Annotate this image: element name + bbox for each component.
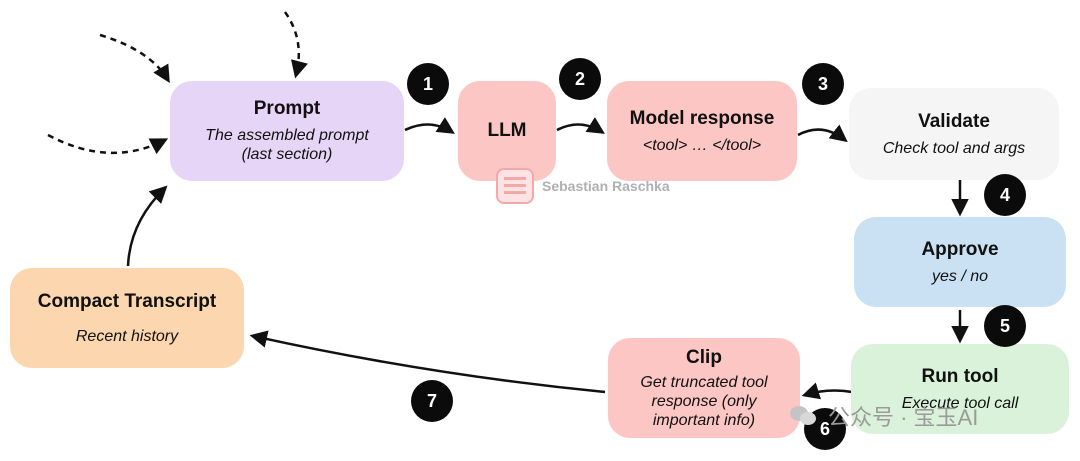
compact-transcript-subtitle: Recent history <box>75 327 179 345</box>
step-badge: 4 <box>984 174 1026 216</box>
validate-title: Validate <box>918 110 990 132</box>
step-badge: 5 <box>984 305 1026 347</box>
arrow-clip-to-compact <box>249 330 606 394</box>
step-badge: 2 <box>559 58 601 100</box>
arrow-model-response-to-validate <box>797 124 848 143</box>
llm-title: LLM <box>487 120 527 141</box>
dashed-input-arrow <box>283 11 308 79</box>
llm-node: LLM <box>458 81 556 181</box>
author-name: Sebastian Raschka <box>542 178 670 194</box>
compact-transcript-title: Compact Transcript <box>37 290 217 312</box>
watermark-text: 公众号 · 宝玉AI <box>828 405 979 430</box>
arrow-prompt-to-llm <box>404 117 455 134</box>
prompt-title: Prompt <box>253 98 321 119</box>
model-response-title: Model response <box>629 107 775 129</box>
step-badge: 7 <box>411 380 453 422</box>
run-tool-subtitle: Execute tool call <box>901 394 1019 412</box>
run-tool-title: Run tool <box>921 365 999 387</box>
arrow-run-tool-to-clip <box>801 382 853 400</box>
clip-node: Clip Get truncated tool response (only i… <box>608 338 800 438</box>
step-badge: 1 <box>407 63 449 105</box>
step-badge: 3 <box>802 63 844 105</box>
clip-title: Clip <box>686 346 722 368</box>
approve-title: Approve <box>921 238 999 260</box>
prompt-node: Prompt The assembled prompt (last sectio… <box>170 81 404 181</box>
watermark: 公众号 · 宝玉AI <box>790 400 978 432</box>
arrow-llm-to-model-response <box>556 117 605 134</box>
dashed-input-arrow <box>47 133 169 155</box>
validate-node: Validate Check tool and args <box>849 88 1059 180</box>
arrow-compact-to-prompt <box>126 185 168 267</box>
compact-transcript-node: Compact Transcript Recent history <box>10 268 244 368</box>
book-logo-icon <box>496 168 534 204</box>
run-tool-node: Run tool Execute tool call <box>851 344 1069 434</box>
dashed-input-arrow <box>99 33 170 84</box>
approve-node: Approve yes / no <box>854 217 1066 307</box>
wechat-icon <box>790 404 820 428</box>
prompt-subtitle: The assembled prompt (last section) <box>205 127 369 163</box>
model-response-node: Model response <tool> … </tool> <box>607 81 797 181</box>
clip-subtitle: Get truncated tool response (only import… <box>640 373 768 429</box>
model-response-subtitle: <tool> … </tool> <box>642 136 762 154</box>
validate-subtitle: Check tool and args <box>882 139 1026 157</box>
approve-subtitle: yes / no <box>931 267 989 285</box>
author-credit: Sebastian Raschka <box>496 168 670 204</box>
